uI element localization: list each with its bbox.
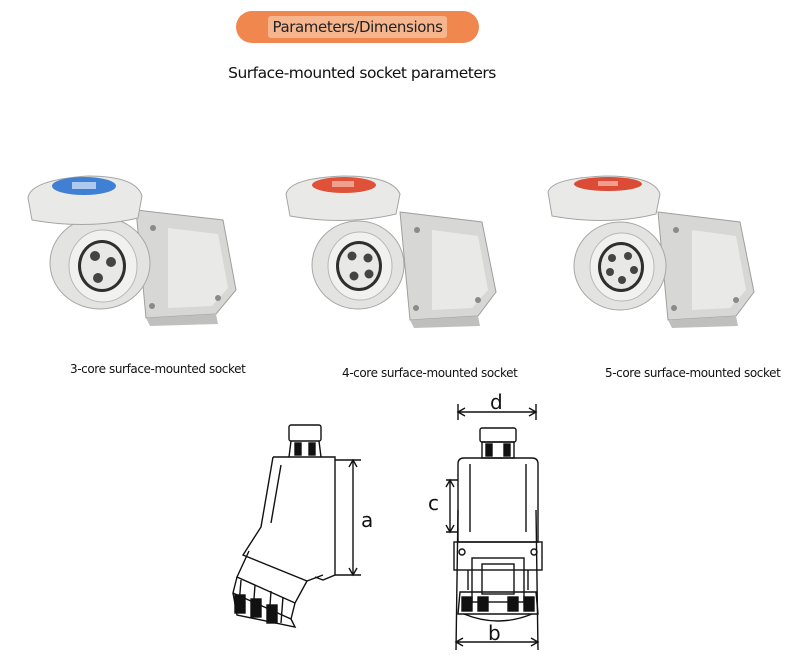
side-view-dimension-drawing: a [232, 424, 373, 628]
section-subtitle: Surface-mounted socket parameters [228, 64, 496, 82]
caption-3-core: 3-core surface-mounted socket [70, 362, 246, 376]
caption-5-core: 5-core surface-mounted socket [605, 366, 781, 380]
front-view-dimension-drawing: d c b [428, 392, 543, 651]
dimension-label-b: b [488, 621, 501, 645]
product-image-5-core [547, 175, 755, 328]
product-image-3-core [27, 175, 237, 326]
product-image-4-core [285, 175, 497, 328]
dimension-label-c: c [428, 491, 439, 515]
caption-4-core: 4-core surface-mounted socket [342, 366, 518, 380]
section-title: Parameters/Dimensions [268, 16, 447, 38]
section-title-banner: Parameters/Dimensions [236, 11, 479, 43]
dimension-label-a: a [361, 508, 373, 532]
dimension-label-d: d [490, 392, 503, 414]
